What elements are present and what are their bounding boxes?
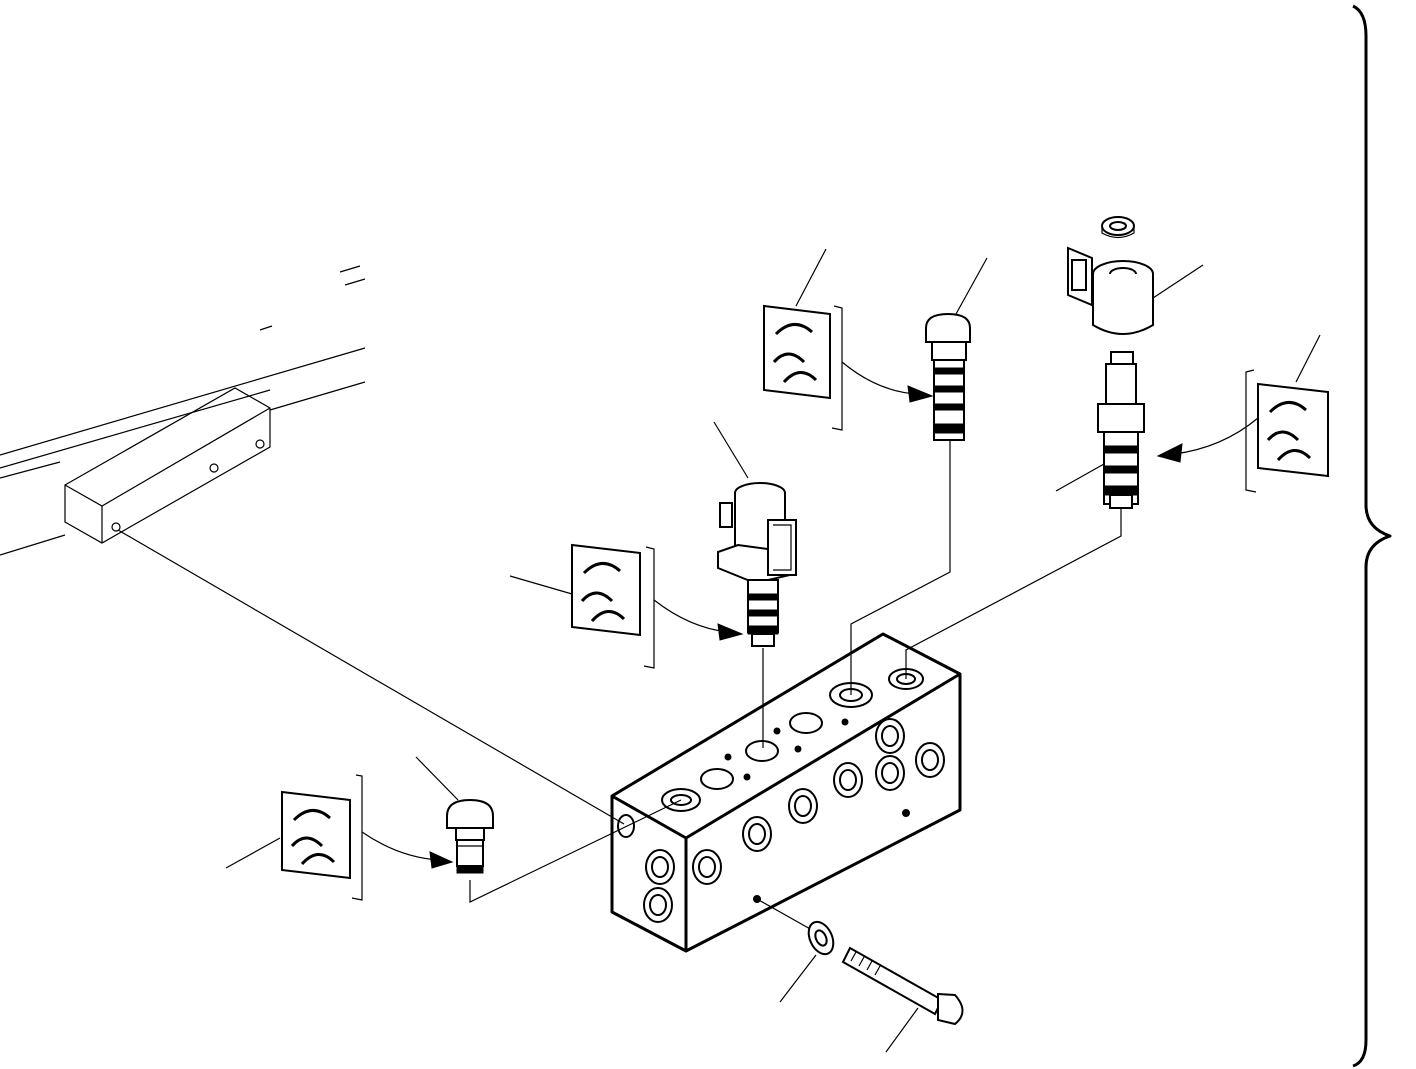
washer — [807, 920, 835, 956]
assembly-lines — [117, 440, 1122, 931]
front-ports — [617, 718, 945, 923]
plug-cartridge-small — [446, 798, 494, 874]
proportional-solenoid-valve — [717, 482, 797, 647]
mounting-bar — [64, 387, 271, 544]
solenoid-coil — [1067, 246, 1154, 335]
top-ports — [661, 668, 924, 812]
sealant-icon-upper — [763, 304, 843, 431]
sealant-icon-middle — [571, 543, 655, 669]
grouping-bracket — [1352, 4, 1392, 1068]
solenoid-coil-assembly — [1067, 216, 1154, 509]
valve-manifold-block — [610, 632, 962, 953]
chassis-frame — [0, 265, 366, 556]
cartridge-valve-plug — [925, 312, 971, 441]
sealant-icon-left — [281, 774, 363, 901]
application-arrows — [361, 361, 1259, 869]
solenoid-stem — [1097, 351, 1145, 509]
sealant-icon-right — [1245, 369, 1329, 493]
mounting-bolt — [841, 946, 964, 1026]
retaining-nut — [1101, 216, 1135, 239]
callout-leaders — [225, 248, 1321, 1053]
